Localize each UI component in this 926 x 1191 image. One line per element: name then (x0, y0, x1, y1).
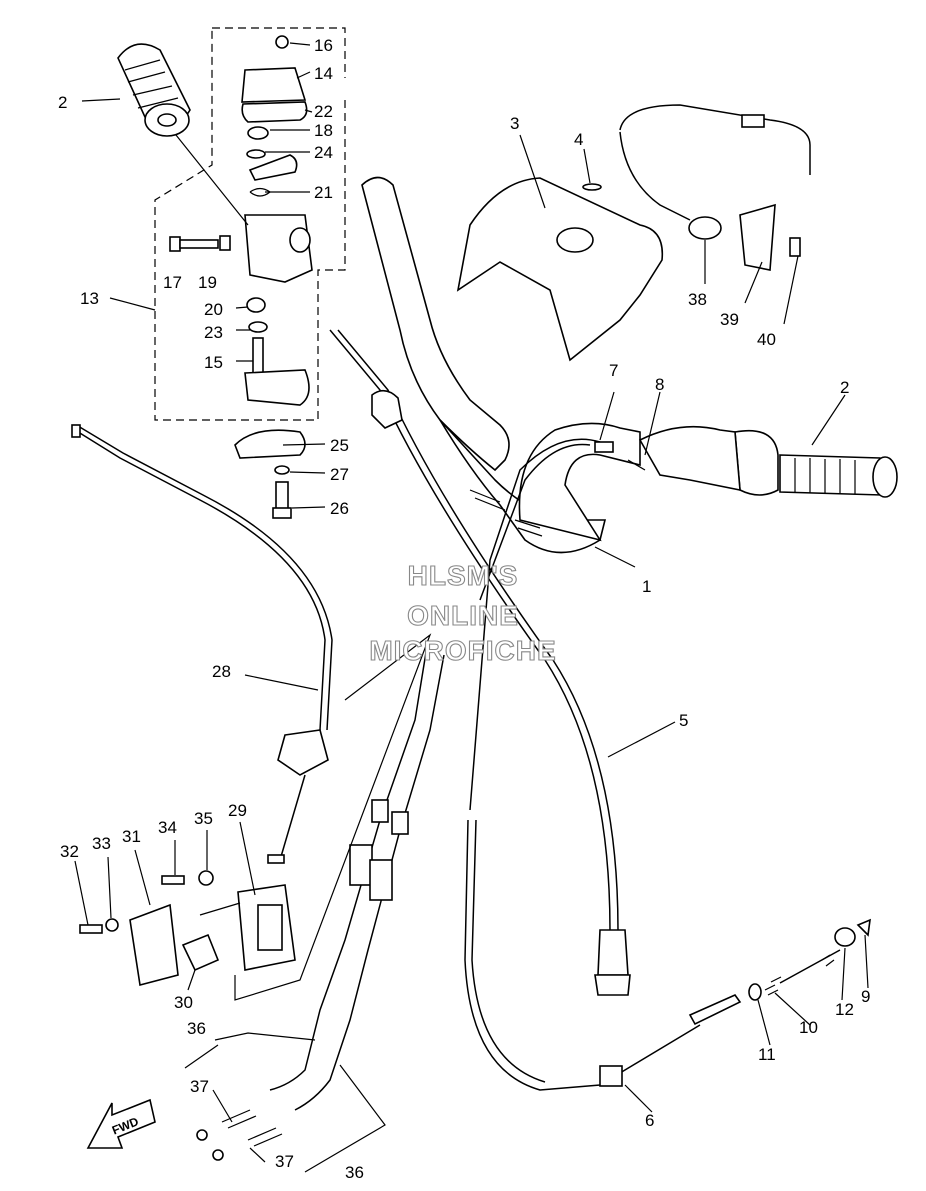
brake-cables (196, 639, 445, 1161)
callout-20: 20 (204, 300, 223, 319)
callout-31: 31 (122, 827, 141, 846)
callout-25: 25 (330, 436, 349, 455)
callout-38: 38 (688, 290, 707, 309)
callout-16: 16 (314, 36, 333, 55)
callout-4: 4 (574, 130, 583, 149)
left-grip (117, 43, 191, 137)
lower-group-boundary (234, 633, 432, 1001)
cable-28 (71, 424, 333, 864)
callout-7: 7 (609, 361, 618, 380)
callout-39: 39 (720, 310, 739, 329)
callout-9: 9 (861, 987, 870, 1006)
callout-21: 21 (314, 183, 333, 202)
callout-19: 19 (198, 273, 217, 292)
callout-12: 12 (835, 1000, 854, 1019)
forward-arrow-icon: FWD (86, 1098, 156, 1149)
callout-36-lower: 36 (345, 1163, 364, 1182)
main-cable (329, 329, 631, 996)
leader-lines (74, 42, 869, 1173)
callout-26: 26 (330, 499, 349, 518)
adjuster-parts (748, 918, 871, 1001)
callout-30: 30 (174, 993, 193, 1012)
callout-37-upper: 37 (190, 1077, 209, 1096)
callout-37-lower: 37 (275, 1152, 294, 1171)
callout-27: 27 (330, 465, 349, 484)
throttle-assembly-boundary (154, 27, 346, 421)
callout-22: 22 (314, 102, 333, 121)
watermark-line-2: ONLINE (407, 600, 519, 631)
switch-assembly (79, 870, 296, 986)
callout-34: 34 (158, 818, 177, 837)
callout-5: 5 (679, 711, 688, 730)
callout-8: 8 (655, 375, 664, 394)
callout-29: 29 (228, 801, 247, 820)
callout-24: 24 (314, 143, 333, 162)
throttle-parts-stack (241, 35, 313, 283)
callout-33: 33 (92, 834, 111, 853)
callout-40: 40 (757, 330, 776, 349)
callout-15: 15 (204, 353, 223, 372)
callout-32: 32 (60, 842, 79, 861)
callout-18: 18 (314, 121, 333, 140)
callout-6: 6 (645, 1111, 654, 1130)
throttle-cable-lower (464, 819, 742, 1091)
callout-2-left-grip: 2 (58, 93, 67, 112)
throttle-cable-upper (469, 438, 646, 811)
watermark-line-1: HLSM'S (408, 560, 519, 591)
callout-36-upper: 36 (187, 1019, 206, 1038)
lower-bracket-parts (244, 297, 310, 406)
callout-23: 23 (204, 323, 223, 342)
callout-10: 10 (799, 1018, 818, 1037)
choke-cable-assembly (619, 104, 811, 271)
callout-28: 28 (212, 662, 231, 681)
callout-14: 14 (314, 64, 333, 83)
handlebar-cover (456, 177, 664, 362)
callout-11: 11 (758, 1045, 776, 1064)
callout-2-right-grip: 2 (840, 378, 849, 397)
clamp-washer-bolt (234, 429, 306, 519)
callout-35: 35 (194, 809, 213, 828)
callout-1: 1 (642, 577, 651, 596)
callout-17: 17 (163, 273, 182, 292)
watermark-line-3: MICROFICHE (369, 635, 556, 666)
callout-13: 13 (80, 289, 99, 308)
right-grip (638, 425, 898, 498)
bolt-and-nut (169, 235, 231, 252)
callout-3: 3 (510, 114, 519, 133)
